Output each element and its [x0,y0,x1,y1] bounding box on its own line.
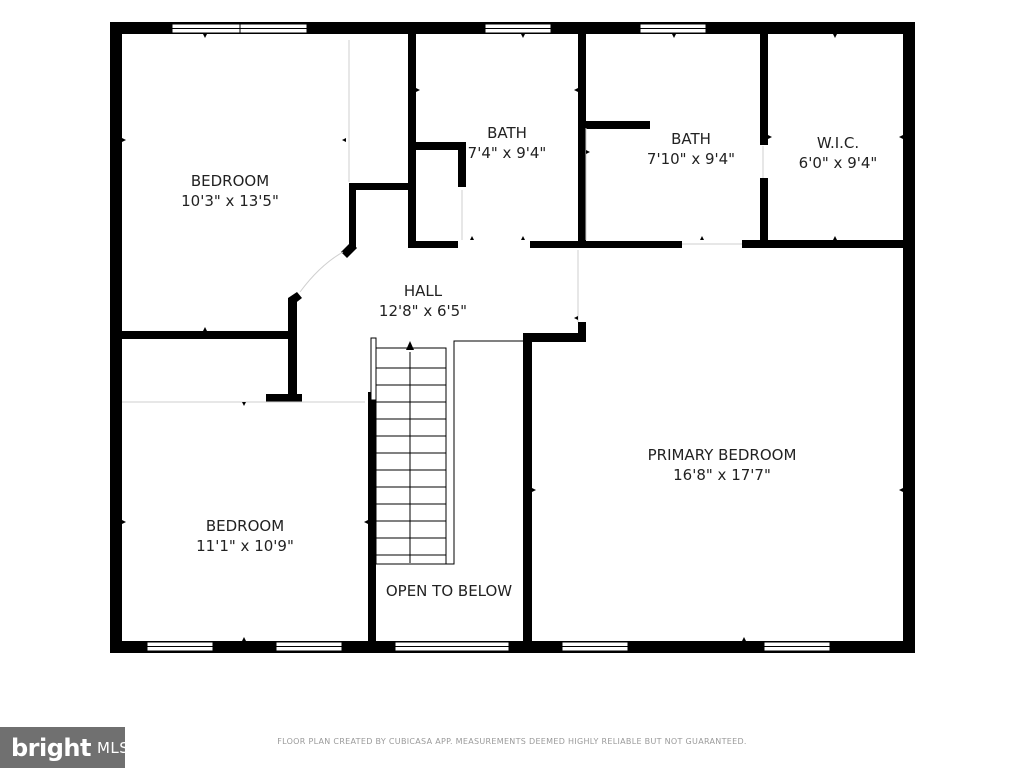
room-primary-bedroom: PRIMARY BEDROOM 16'8" x 17'7" [648,445,797,485]
staircase [370,337,523,565]
logo-suffix: MLS [96,738,130,757]
bright-mls-logo: bright MLS [0,727,129,768]
room-bath-2: BATH 7'10" x 9'4" [647,129,735,169]
room-dimensions: 16'8" x 17'7" [673,466,771,484]
room-name: BEDROOM [190,172,270,190]
room-dimensions: 10'3" x 13'5" [181,192,279,210]
room-dimensions: 11'1" x 10'9" [196,537,294,555]
room-name: BEDROOM [205,517,285,535]
room-dimensions: 6'0" x 9'4" [798,154,878,172]
stair-direction-arrow [406,341,414,350]
room-name: PRIMARY BEDROOM [647,446,797,464]
room-bedroom-sw: BEDROOM 11'1" x 10'9" [196,516,294,556]
room-bath-1: BATH 7'4" x 9'4" [468,123,547,163]
interior-walls [116,30,907,648]
room-dimensions: 7'4" x 9'4" [467,144,547,162]
room-name: BATH [671,130,711,148]
room-name: OPEN TO BELOW [385,582,513,600]
room-dimensions: 12'8" x 6'5" [378,302,468,320]
room-open-to-below: OPEN TO BELOW [386,581,512,601]
room-dimensions: 7'10" x 9'4" [646,150,736,168]
room-hall: HALL 12'8" x 6'5" [379,281,467,321]
room-name: BATH [487,124,527,142]
room-bedroom-nw: BEDROOM 10'3" x 13'5" [181,171,279,211]
room-name: HALL [403,282,443,300]
disclaimer-text: FLOOR PLAN CREATED BY CUBICASA APP. MEAS… [277,737,747,746]
logo-word: bright [11,733,91,762]
dimension-markers [122,34,903,641]
room-wic: W.I.C. 6'0" x 9'4" [799,133,878,173]
room-name: W.I.C. [816,134,860,152]
windows [146,23,831,652]
